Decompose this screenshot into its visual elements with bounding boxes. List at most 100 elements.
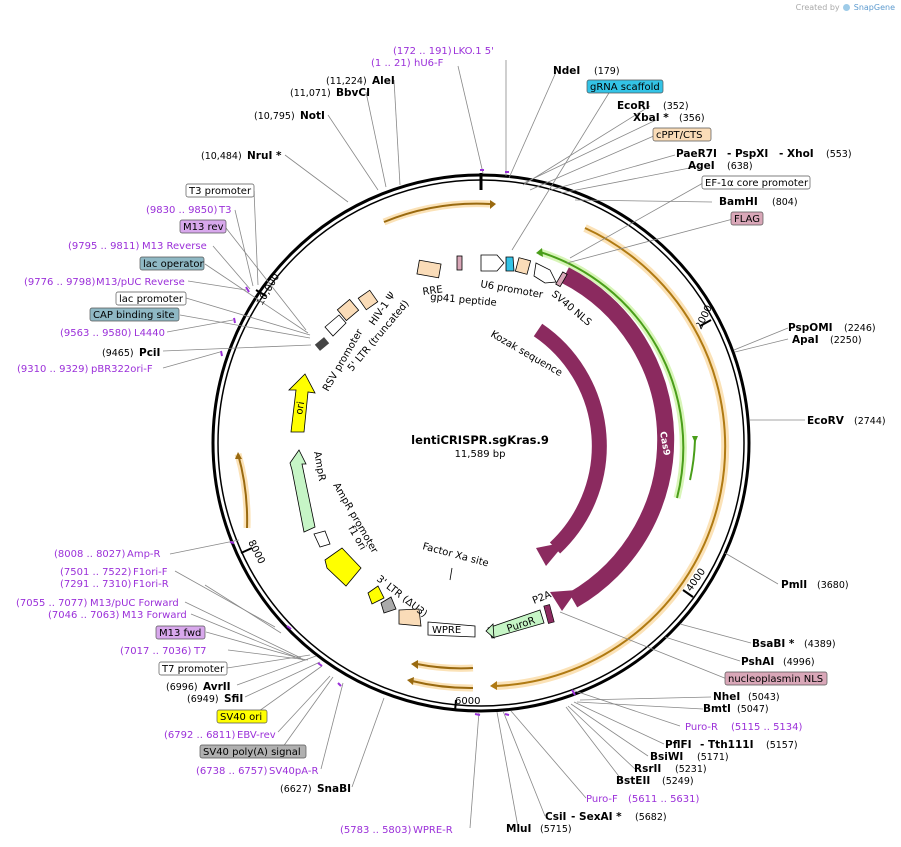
primer-l4440-name: L4440 (134, 328, 165, 339)
primer-m13puc-fwd-name: M13/pUC Forward (90, 598, 179, 609)
label-factor-xa: Factor Xa site (421, 541, 490, 569)
box-m13rev: M13 rev (183, 222, 224, 233)
enzyme-pshai-pos: (4996) (783, 657, 815, 668)
primer-wpre-name: WPRE-R (413, 825, 453, 836)
box-grna-scaffold: gRNA scaffold (590, 82, 660, 93)
primer-t7-name: T7 (193, 646, 206, 657)
primer-m13puc-fwd-range: (7055 .. 7077) (16, 598, 88, 609)
primer-f1orif-name: F1ori-F (133, 567, 168, 578)
box-flag: FLAG (734, 214, 760, 225)
enzyme-rsrii: RsrII (634, 763, 661, 775)
snapgene-watermark: Created by SnapGene (796, 3, 895, 12)
enzyme-labels: NdeI (179) EcoRI (352) XbaI * (356) PaeR… (102, 65, 886, 835)
cas9-label-outer: Cas9 (657, 431, 671, 457)
box-lac-promoter: lac promoter (119, 294, 184, 305)
enzyme-noti: NotI (300, 110, 325, 122)
label-ampr: AmpR (311, 451, 327, 482)
ori-arrow (288, 373, 316, 433)
primer-wpre-range: (5783 .. 5803) (340, 825, 412, 836)
enzyme-bmti-pos: (5047) (737, 704, 769, 715)
primer-hu6-range: (1 .. 21) (371, 58, 411, 69)
primer-ampr-name: Amp-R (127, 549, 161, 560)
enzyme-paer7i: PaeR7I (676, 148, 717, 160)
enzyme-csii: CsiI (545, 811, 566, 823)
outer-arcs (234, 200, 730, 692)
box-nucleoplasmin: nucleoplasmin NLS (728, 674, 823, 685)
enzyme-rsrii-pos: (5231) (675, 764, 707, 775)
enzyme-pshai: PshAI (741, 656, 774, 668)
box-cppt: cPPT/CTS (656, 130, 702, 141)
tick-label-6000: 6000 (455, 696, 480, 707)
primer-m13rev-name: M13 Reverse (142, 241, 207, 252)
enzyme-alei: AleI (372, 75, 395, 87)
primer-pbr322-range: (9310 .. 9329) (17, 364, 89, 375)
enzyme-bamhi: BamHI (719, 196, 758, 208)
cas9-label-inner: Cas9 (604, 431, 619, 457)
primer-t3-range: (9830 .. 9850) (146, 205, 218, 216)
enzyme-bmti: BmtI (703, 703, 731, 715)
enzyme-alei-pos: (11,224) (326, 76, 367, 87)
box-sv40pa: SV40 poly(A) signal (203, 747, 301, 758)
enzyme-bbvci-pos: (11,071) (290, 88, 331, 99)
f1ori-arrow (324, 547, 362, 587)
enzyme-apai: ApaI (792, 334, 819, 346)
primer-m13puc-rev-range: (9776 .. 9798) (24, 277, 96, 288)
cas9-arc-inner[interactable] (533, 323, 607, 554)
watermark-text: Created by (795, 3, 840, 12)
enzyme-nrui: NruI * (247, 150, 282, 162)
bottom-features (427, 604, 555, 639)
primer-m13fwd-name: M13 Forward (122, 610, 187, 621)
primer-ebv-name: EBV-rev (237, 730, 276, 741)
primer-ampr-range: (8008 .. 8027) (54, 549, 126, 560)
leader-lines (162, 60, 805, 829)
enzyme-bamhi-pos: (804) (772, 197, 798, 208)
enzyme-pflfi: PflFI (665, 739, 692, 751)
plasmid-name: lentiCRISPR.sgKras.9 (411, 433, 549, 447)
enzyme-bsteii-pos: (5249) (662, 776, 694, 787)
label-p2a: P2A (531, 589, 553, 606)
enzyme-ecori-pos: (352) (663, 101, 689, 112)
cas9-arrow-outer (550, 590, 577, 611)
primer-m13fwd-range: (7046 .. 7063) (48, 610, 120, 621)
green-small (689, 439, 696, 481)
primer-lko-range: (172 .. 191) (393, 46, 452, 57)
enzyme-tth111i-pos: (5157) (766, 740, 798, 751)
primer-purof-range: (5611 .. 5631) (628, 794, 700, 805)
tick-label-10000: 10,000 (255, 272, 282, 308)
primer-m13rev-range: (9795 .. 9811) (68, 241, 140, 252)
enzyme-pcii: PciI (139, 347, 160, 359)
label-rre: RRE (422, 284, 444, 298)
enzyme-sexai-pos: (5682) (635, 812, 667, 823)
cas9-arc-outer-body[interactable] (561, 267, 675, 608)
box-sv40ori: SV40 ori (220, 712, 262, 723)
box-t7-promoter: T7 promoter (161, 664, 225, 675)
enzyme-pspomi-pos: (2246) (844, 323, 876, 334)
snapgene-logo-icon (843, 4, 851, 11)
cas9-arrow-inner (536, 542, 566, 566)
primer-f1orif-range: (7501 .. 7522) (60, 567, 132, 578)
enzyme-bsiwi-pos: (5171) (697, 752, 729, 763)
enzyme-pcii-pos: (9465) (102, 348, 134, 359)
enzyme-bsabi: BsaBI * (752, 638, 795, 650)
enzyme-avrii: AvrII (203, 681, 231, 693)
enzyme-avrii-pos: (6996) (166, 682, 198, 693)
brand-text: SnapGene (853, 3, 895, 12)
enzyme-pspxi: - PspXI (727, 148, 768, 160)
enzyme-snabi: SnaBI (317, 783, 351, 795)
enzyme-bsabi-pos: (4389) (804, 639, 836, 650)
enzyme-nrui-pos: (10,484) (201, 151, 242, 162)
box-m13fwd: M13 fwd (159, 628, 201, 639)
left-features (288, 289, 422, 627)
enzyme-xbai-pos: (356) (679, 113, 705, 124)
box-t3-promoter: T3 promoter (188, 186, 252, 197)
primer-pbr322-name: pBR322ori-F (91, 364, 153, 375)
enzyme-nhei-pos: (5043) (748, 692, 780, 703)
plasmid-length: 11,589 bp (455, 449, 506, 460)
primer-hu6-name: hU6-F (414, 58, 444, 69)
enzyme-pmli: PmlI (781, 579, 807, 591)
primer-sv40pa-range: (6738 .. 6757) (196, 766, 268, 777)
box-lac-operator: lac operator (143, 259, 204, 270)
primer-puror-name: Puro-R (685, 722, 718, 733)
tick-label-8000: 8000 (245, 538, 266, 566)
